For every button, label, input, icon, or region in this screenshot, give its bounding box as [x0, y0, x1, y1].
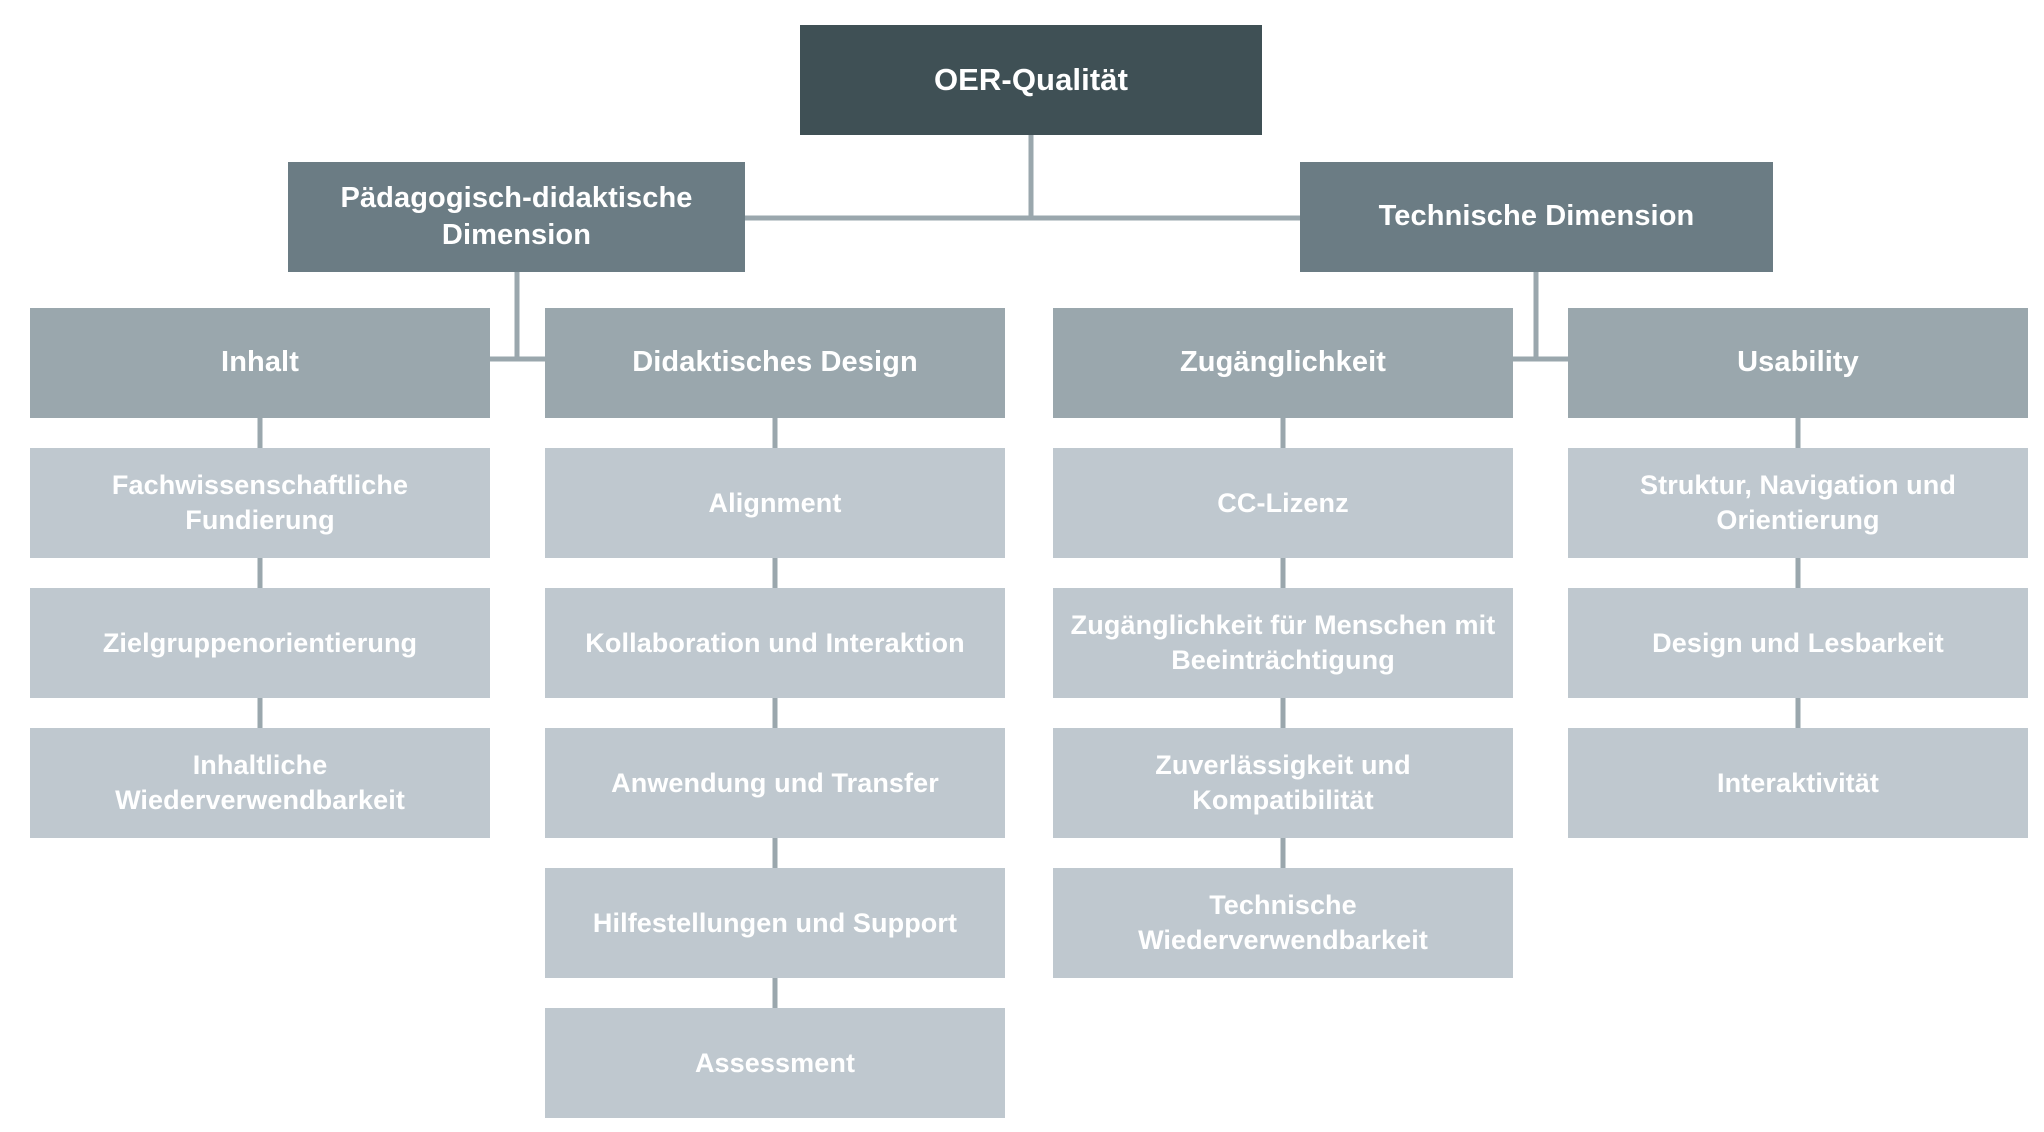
node-leaf-label: Zuverlässigkeit und Kompatibilität	[1155, 750, 1411, 815]
node-category-label: Zugänglichkeit	[1179, 346, 1387, 379]
node-category-label: Inhalt	[221, 346, 299, 379]
node-dimension-technisch[interactable]: Technische Dimension	[1300, 162, 1773, 272]
node-leaf-label: Hilfestellungen und Support	[592, 907, 958, 938]
node-leaf-struktur-navigation-und-orientierung[interactable]: Struktur, Navigation und Orientierung	[1568, 448, 2028, 558]
node-leaf-technische-wiederverwendbarkeit[interactable]: Technische Wiederverwendbarkeit	[1053, 868, 1513, 978]
node-leaf-fachwissenschaftliche-fundierung[interactable]: Fachwissenschaftliche Fundierung	[30, 448, 490, 558]
node-leaf-hilfestellungen-und-support[interactable]: Hilfestellungen und Support	[545, 868, 1005, 978]
node-leaf-label: Struktur, Navigation und Orientierung	[1640, 470, 1956, 535]
node-leaf-alignment[interactable]: Alignment	[545, 448, 1005, 558]
node-leaf-label: Zugänglichkeit für Menschen mit Beeinträ…	[1070, 610, 1496, 675]
node-leaf-label: Kollaboration und Interaktion	[585, 627, 965, 658]
node-leaf-zuverlaessigkeit-und-kompatibilitaet[interactable]: Zuverlässigkeit und Kompatibilität	[1053, 728, 1513, 838]
node-category-inhalt[interactable]: Inhalt	[30, 308, 490, 418]
node-leaf-label: Design und Lesbarkeit	[1652, 627, 1944, 658]
node-leaf-assessment[interactable]: Assessment	[545, 1008, 1005, 1118]
node-leaf-zugaenglichkeit-fuer-menschen-mit-beeintraechtigung[interactable]: Zugänglichkeit für Menschen mit Beeinträ…	[1053, 588, 1513, 698]
node-leaf-label: CC-Lizenz	[1217, 487, 1349, 518]
node-category-zugaenglichkeit[interactable]: Zugänglichkeit	[1053, 308, 1513, 418]
node-leaf-kollaboration-und-interaktion[interactable]: Kollaboration und Interaktion	[545, 588, 1005, 698]
node-leaf-label: Assessment	[694, 1047, 856, 1078]
node-leaf-inhaltliche-wiederverwendbarkeit[interactable]: Inhaltliche Wiederverwendbarkeit	[30, 728, 490, 838]
node-leaf-cc-lizenz[interactable]: CC-Lizenz	[1053, 448, 1513, 558]
node-leaf-label: Technische Wiederverwendbarkeit	[1138, 890, 1428, 955]
node-leaf-label: Interaktivität	[1717, 767, 1879, 798]
node-leaf-design-und-lesbarkeit[interactable]: Design und Lesbarkeit	[1568, 588, 2028, 698]
node-leaf-interaktivitaet[interactable]: Interaktivität	[1568, 728, 2028, 838]
node-leaf-label: Inhaltliche Wiederverwendbarkeit	[115, 750, 405, 815]
node-root-label: OER-Qualität	[933, 62, 1129, 98]
node-category-label: Usability	[1737, 346, 1859, 379]
node-leaf-label: Zielgruppenorientierung	[102, 627, 418, 658]
node-dimension-paedagogisch-didaktisch[interactable]: Pädagogisch-didaktische Dimension	[288, 162, 745, 272]
node-category-usability[interactable]: Usability	[1568, 308, 2028, 418]
node-leaf-anwendung-und-transfer[interactable]: Anwendung und Transfer	[545, 728, 1005, 838]
node-leaf-label: Anwendung und Transfer	[611, 767, 939, 798]
node-category-didaktisches-design[interactable]: Didaktisches Design	[545, 308, 1005, 418]
node-root-oer-qualitaet[interactable]: OER-Qualität	[800, 25, 1262, 135]
node-leaf-zielgruppenorientierung[interactable]: Zielgruppenorientierung	[30, 588, 490, 698]
node-category-label: Didaktisches Design	[632, 346, 918, 379]
node-leaf-label: Alignment	[708, 487, 842, 518]
node-dimension-label: Pädagogisch-didaktische Dimension	[340, 181, 693, 251]
node-leaf-label: Fachwissenschaftliche Fundierung	[111, 470, 409, 535]
node-dimension-label: Technische Dimension	[1378, 200, 1695, 233]
